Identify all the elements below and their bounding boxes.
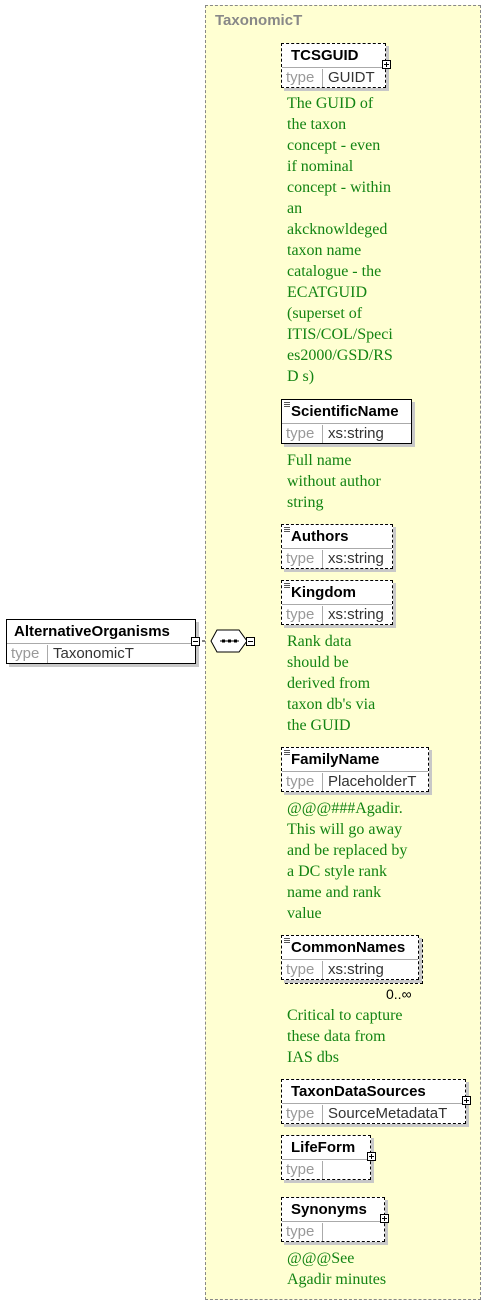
divider: [282, 423, 411, 424]
type-value: xs:string: [328, 961, 384, 978]
type-label: type: [286, 550, 315, 567]
divider: [282, 1159, 370, 1160]
divider: [47, 645, 48, 663]
root-element-name: AlternativeOrganisms: [14, 623, 170, 640]
collapse-icon[interactable]: [246, 637, 255, 646]
element-authors[interactable]: Authors type xs:string: [281, 524, 393, 569]
type-label: type: [286, 773, 315, 790]
divider: [282, 1221, 384, 1222]
type-label: type: [286, 1161, 315, 1178]
element-name: TaxonDataSources: [291, 1083, 426, 1100]
divider: [322, 961, 323, 979]
expand-icon[interactable]: [380, 1214, 389, 1223]
annotation-icon: [284, 583, 290, 584]
annotation-icon: [284, 402, 290, 403]
divider: [282, 548, 392, 549]
sequence-compositor-icon[interactable]: [209, 627, 259, 657]
expand-icon[interactable]: [382, 60, 391, 69]
divider: [282, 1103, 465, 1104]
type-label: type: [286, 1223, 315, 1240]
type-value: TaxonomicT: [53, 645, 134, 662]
element-familyname[interactable]: FamilyName type PlaceholderT: [281, 747, 429, 792]
divider: [7, 643, 195, 644]
divider: [322, 1105, 323, 1123]
element-name: Authors: [291, 528, 349, 545]
element-name: ScientificName: [291, 403, 399, 420]
element-kingdom[interactable]: Kingdom type xs:string: [281, 580, 393, 625]
annotation-icon: [284, 938, 290, 939]
annotation-icon: [284, 750, 290, 751]
type-value: GUIDT: [328, 69, 375, 86]
element-tcsguid[interactable]: TCSGUID type GUIDT: [281, 43, 386, 88]
expand-icon[interactable]: [462, 1096, 471, 1105]
type-label: type: [11, 645, 40, 662]
documentation-text: Rank data should be derived from taxon d…: [287, 633, 376, 734]
element-name: CommonNames: [291, 939, 406, 956]
divider: [322, 606, 323, 624]
divider: [322, 773, 323, 791]
root-element[interactable]: AlternativeOrganisms type TaxonomicT: [6, 619, 196, 664]
type-value: SourceMetadataT: [328, 1105, 448, 1122]
type-label: type: [286, 69, 315, 86]
element-name: FamilyName: [291, 751, 380, 768]
divider: [282, 959, 418, 960]
documentation-text: The GUID of the taxon concept - even if …: [287, 95, 393, 385]
documentation-text: Full name without author string: [287, 452, 381, 511]
type-label: type: [286, 961, 315, 978]
element-name: Synonyms: [291, 1201, 367, 1218]
annotation-icon: [284, 527, 290, 528]
divider: [282, 67, 385, 68]
divider: [322, 69, 323, 87]
type-label: type: [286, 1105, 315, 1122]
expand-icon[interactable]: [367, 1152, 376, 1161]
element-name: TCSGUID: [291, 47, 359, 64]
divider: [282, 771, 428, 772]
type-value: xs:string: [328, 550, 384, 567]
collapse-icon[interactable]: [191, 637, 200, 646]
divider: [322, 425, 323, 443]
type-value: xs:string: [328, 606, 384, 623]
divider: [322, 1161, 323, 1179]
type-label: type: [286, 425, 315, 442]
divider: [282, 604, 392, 605]
divider: [322, 1223, 323, 1241]
documentation-text: @@@###Agadir. This will go away and be r…: [287, 800, 408, 922]
divider: [322, 550, 323, 568]
type-label: type: [286, 606, 315, 623]
documentation-text: @@@See Agadir minutes: [287, 1250, 387, 1288]
element-lifeform[interactable]: LifeForm type: [281, 1135, 371, 1180]
group-title: TaxonomicT: [215, 12, 303, 29]
type-value: PlaceholderT: [328, 773, 417, 790]
type-value: xs:string: [328, 425, 384, 442]
element-scientificname[interactable]: ScientificName type xs:string: [281, 399, 412, 444]
documentation-text: Critical to capture these data from IAS …: [287, 1007, 403, 1066]
element-name: LifeForm: [291, 1139, 356, 1156]
element-synonyms[interactable]: Synonyms type: [281, 1197, 385, 1242]
element-commonnames[interactable]: CommonNames type xs:string: [281, 935, 419, 980]
cardinality-label: 0..∞: [386, 986, 412, 1002]
element-name: Kingdom: [291, 584, 356, 601]
element-taxondatasources[interactable]: TaxonDataSources type SourceMetadataT: [281, 1079, 466, 1124]
